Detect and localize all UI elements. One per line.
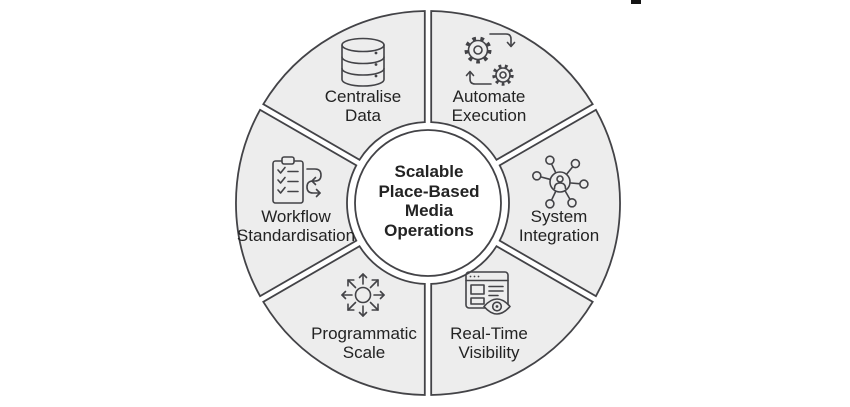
segment-real-time-visibility: [430, 244, 594, 396]
segment-icons: [272, 33, 589, 317]
segment-label-centralise-data: Centralise Data: [324, 87, 402, 125]
segment-label-real-time-visibility: Real-Time Visibility: [450, 324, 528, 362]
segment-system-integration: [498, 108, 621, 298]
segment-automate-execution: [430, 10, 594, 162]
browser-eye-icon: [465, 271, 511, 315]
segment-label-programmatic-scale: Programmatic Scale: [311, 324, 417, 362]
expand-arrows-icon: [341, 273, 385, 317]
segment-label-workflow-standardisation: Workflow Standardisation: [236, 207, 356, 245]
segment-label-system-integration: System Integration: [518, 207, 600, 245]
segment-programmatic-scale: [262, 244, 426, 396]
cropped-text-fragment: [631, 0, 641, 4]
center-circle: [354, 129, 502, 277]
center-title: Scalable Place-Based Media Operations: [378, 162, 480, 240]
clipboard-cycle-icon: [272, 156, 322, 204]
network-hub-icon: [531, 155, 589, 209]
database-icon: [341, 37, 385, 87]
gears-cycle-icon: [464, 33, 516, 86]
segment-label-automate-execution: Automate Execution: [451, 87, 527, 125]
